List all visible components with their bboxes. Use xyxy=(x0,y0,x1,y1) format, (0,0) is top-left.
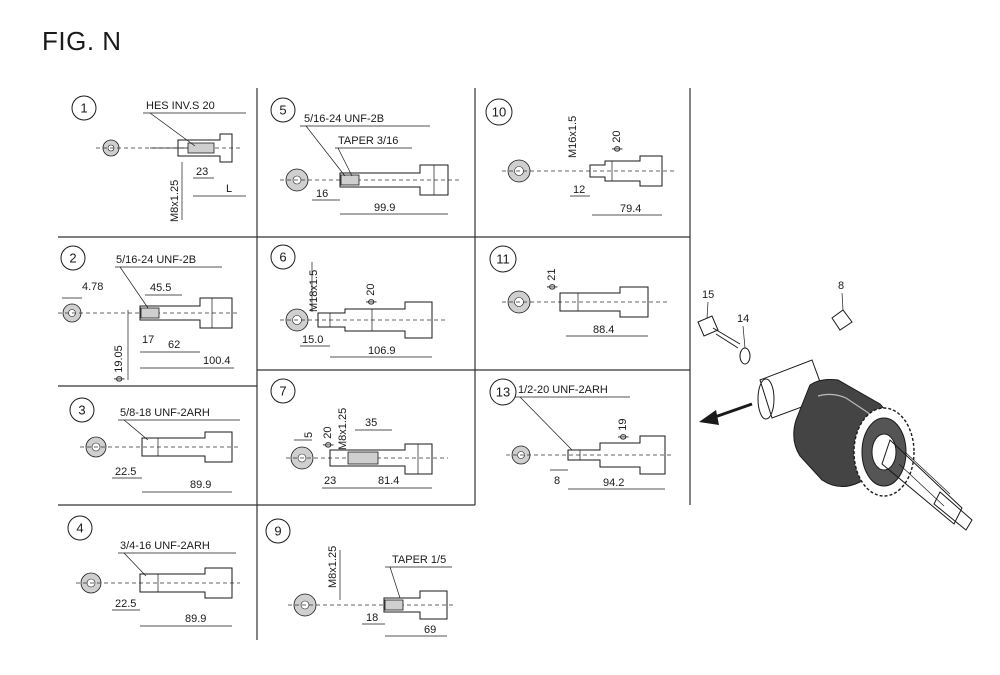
panel-7-dim-m8: M8x1.25 xyxy=(337,408,349,450)
panel-9-dim-m8: M8x1.25 xyxy=(327,546,339,588)
panel-3-dim-22: 22.5 xyxy=(115,466,136,478)
panel-1-number: 1 xyxy=(80,101,87,116)
panel-7-number: 7 xyxy=(279,384,286,399)
panel-2-thread: 5/16-24 UNF-2B xyxy=(116,254,196,266)
panel-9-dim-69: 69 xyxy=(424,624,436,636)
panel-6-dim-m18: M18x1.5 xyxy=(308,270,320,312)
panel-grid xyxy=(58,88,691,640)
panel-9-number: 9 xyxy=(274,524,281,539)
panel-6-dim-phi: ϕ 20 xyxy=(365,284,377,305)
panel-13-dim-8: 8 xyxy=(554,475,560,487)
panel-10-number: 10 xyxy=(492,105,506,120)
panel-10-dim-phi: ϕ 20 xyxy=(611,131,623,152)
panel-3-number: 3 xyxy=(78,403,85,418)
panel-1: 1 HES INV.S 20 23 L M8x1.25 xyxy=(71,95,246,222)
panel-3-dim-89: 89.9 xyxy=(190,479,211,491)
panel-9-dim-18: 18 xyxy=(366,612,378,624)
panel-11-number: 11 xyxy=(496,252,510,267)
panel-4-dim-89: 89.9 xyxy=(185,613,206,625)
panel-10-dim-m16: M16x1.5 xyxy=(567,116,579,158)
panel-7-dim-81: 81.4 xyxy=(378,475,399,487)
panel-2-dim-45: 45.5 xyxy=(150,282,171,294)
panel-6-number: 6 xyxy=(279,250,286,265)
panel-5: 5 5/16-24 UNF-2B TAPER 3/16 16 99.9 xyxy=(270,97,460,215)
panel-6-dim-15: 15.0 xyxy=(302,334,323,346)
panel-11-dim-phi: ϕ 21 xyxy=(546,269,558,290)
panel-6: 6 M18x1.5 ϕ 20 15.0 106.9 xyxy=(270,244,445,358)
crankshaft-assembly: 15 14 8 xyxy=(697,280,973,531)
panel-7-dim-5: 5 xyxy=(303,432,315,438)
panel-2: 2 5/16-24 UNF-2B 4.78 45.5 17 62 100.4 ϕ… xyxy=(58,245,240,382)
panel-13-dim-94: 94.2 xyxy=(603,477,624,489)
panel-2-number: 2 xyxy=(69,251,76,266)
direction-arrow-icon xyxy=(699,410,719,425)
panel-2-dim-62: 62 xyxy=(168,339,180,351)
panel-2-dim-17: 17 xyxy=(142,334,154,346)
panel-2-dim-dia: 4.78 xyxy=(82,281,103,293)
panel-5-taper: TAPER 3/16 xyxy=(338,135,398,147)
panel-11: 11 ϕ 21 88.4 xyxy=(489,245,670,337)
panel-9: 9 M8x1.25 TAPER 1/5 18 69 xyxy=(265,518,455,637)
panel-1-dim-23: 23 xyxy=(196,166,208,178)
panel-11-dim-88: 88.4 xyxy=(593,324,614,336)
panel-5-thread: 5/16-24 UNF-2B xyxy=(304,113,384,125)
panel-13-dim-phi: ϕ 19 xyxy=(617,419,629,440)
panel-3-thread: 5/8-18 UNF-2ARH xyxy=(120,407,210,419)
panel-1-dim-l: L xyxy=(226,183,232,195)
panel-5-number: 5 xyxy=(279,103,286,118)
panel-7-dim-23: 23 xyxy=(324,475,336,487)
panel-13-thread: 1/2-20 UNF-2ARH xyxy=(518,384,608,396)
panel-3: 3 5/8-18 UNF-2ARH 22.5 89.9 xyxy=(69,397,240,493)
panel-10-dim-12: 12 xyxy=(573,184,585,196)
panel-4-dim-22: 22.5 xyxy=(115,598,136,610)
callout-8: 8 xyxy=(838,280,844,292)
panel-2-dim-phi: ϕ 19.05 xyxy=(113,345,125,382)
panel-6-dim-106: 106.9 xyxy=(368,345,396,357)
panel-1-dim-m8: M8x1.25 xyxy=(169,180,181,222)
callout-15: 15 xyxy=(702,289,714,301)
panel-5-dim-16: 16 xyxy=(316,188,328,200)
callout-14: 14 xyxy=(737,313,749,325)
panel-5-dim-99: 99.9 xyxy=(374,202,395,214)
panel-1-thread: HES INV.S 20 xyxy=(146,100,215,112)
panel-7: 7 5 ϕ 20 M8x1.25 35 23 81.4 xyxy=(270,378,448,489)
panel-4-thread: 3/4-16 UNF-2ARH xyxy=(120,540,210,552)
panel-13-number: 13 xyxy=(496,385,510,400)
panel-10: 10 M16x1.5 ϕ 20 12 79.4 xyxy=(485,98,675,216)
panel-4-number: 4 xyxy=(76,521,83,536)
panel-7-dim-35: 35 xyxy=(365,417,377,429)
panel-9-taper: TAPER 1/5 xyxy=(392,554,446,566)
panel-10-dim-79: 79.4 xyxy=(620,203,641,215)
panel-2-dim-100: 100.4 xyxy=(203,355,231,367)
panel-7-dim-phi: ϕ 20 xyxy=(322,427,334,448)
figure-title: FIG. N xyxy=(42,26,122,56)
panel-4: 4 3/4-16 UNF-2ARH 22.5 89.9 xyxy=(67,515,240,627)
panel-13: 13 1/2-20 UNF-2ARH ϕ 19 8 94.2 xyxy=(489,378,672,490)
